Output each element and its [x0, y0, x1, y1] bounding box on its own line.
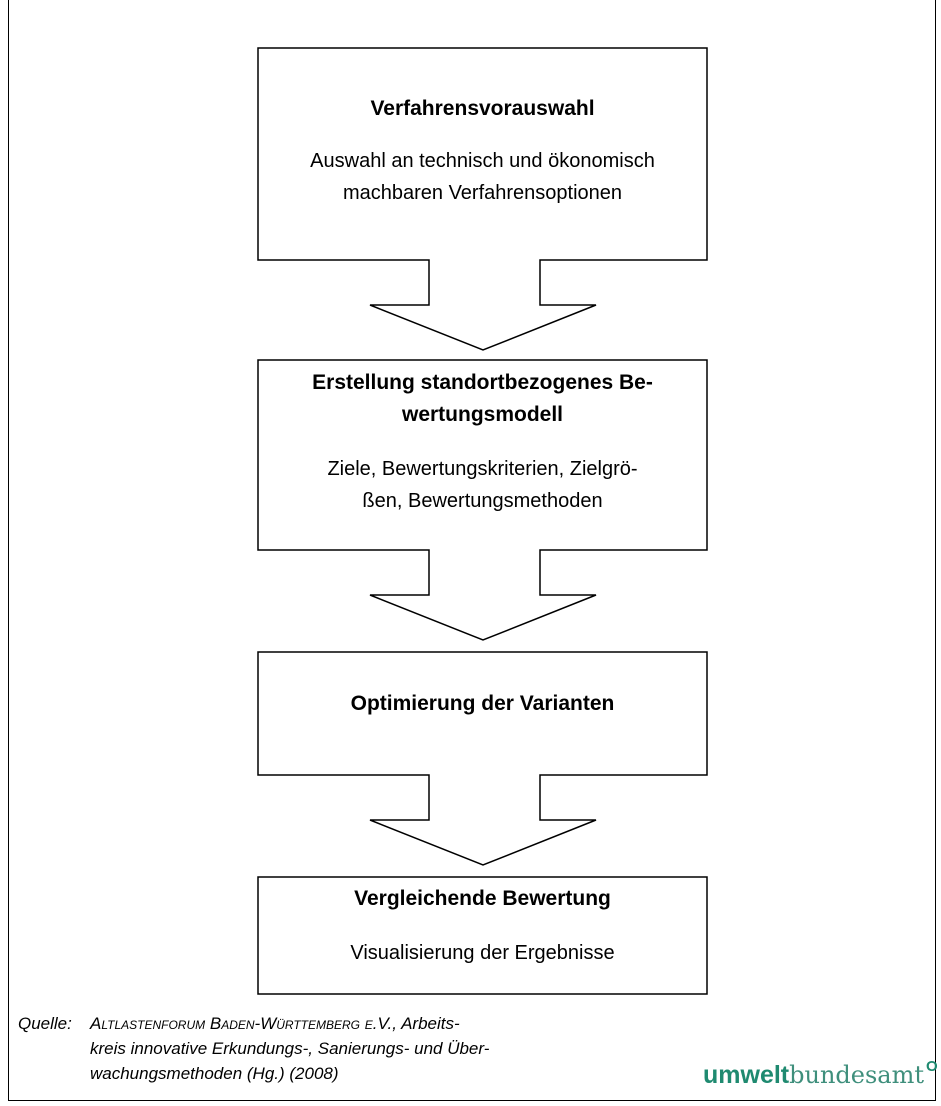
step-4-title: Vergleichende Bewertung: [354, 887, 611, 910]
step-2-description-line-1: Ziele, Bewertungskriterien, Zielgrö-: [327, 458, 638, 480]
source-label: Quelle:: [18, 1014, 72, 1033]
source-organization: Altlastenforum Baden-Württemberg e.V.,: [90, 1014, 397, 1033]
step-2-title-line-1: Erstellung standortbezogenes Be-: [312, 371, 653, 394]
step-3-title: Optimierung der Varianten: [350, 692, 615, 715]
step-1-box-arrow: [257, 47, 708, 351]
source-line-2: kreis innovative Erkundungs-, Sanierungs…: [90, 1039, 490, 1058]
step-1-description-line-1: Auswahl an technisch und ökonomisch: [310, 150, 655, 172]
logo-part-bundesamt: bundesamt: [789, 1061, 924, 1089]
source-line-3: wachungsmethoden (Hg.) (2008): [90, 1064, 339, 1083]
logo-mark-icon: O: [926, 1058, 938, 1075]
step-3-box-arrow: [257, 651, 708, 866]
step-2-title-line-2: wertungsmodell: [401, 403, 564, 426]
logo-part-umwelt: umwelt: [703, 1061, 790, 1089]
source-text: Altlastenforum Baden-Württemberg e.V., A…: [90, 1011, 650, 1086]
step-2-content: Erstellung standortbezogenes Be- wertung…: [258, 367, 707, 517]
step-2-box-arrow: [257, 359, 708, 641]
step-2-description-line-2: ßen, Bewertungsmethoden: [362, 490, 603, 512]
step-4-description: Visualisierung der Ergebnisse: [350, 942, 615, 964]
step-3-content: Optimierung der Varianten: [258, 688, 707, 720]
source-line-1-rest: Arbeits-: [397, 1014, 460, 1033]
step-4-box: [257, 876, 708, 995]
page-frame: [8, 0, 936, 1101]
step-4-content: Vergleichende Bewertung Visualisierung d…: [258, 883, 707, 969]
step-1-title: Verfahrensvorauswahl: [370, 97, 595, 120]
step-1-content: Verfahrensvorauswahl Auswahl an technisc…: [258, 93, 707, 209]
step-1-description-line-2: machbaren Verfahrensoptionen: [342, 182, 623, 204]
source-line-1: Altlastenforum Baden-Württemberg e.V., A…: [90, 1011, 650, 1036]
